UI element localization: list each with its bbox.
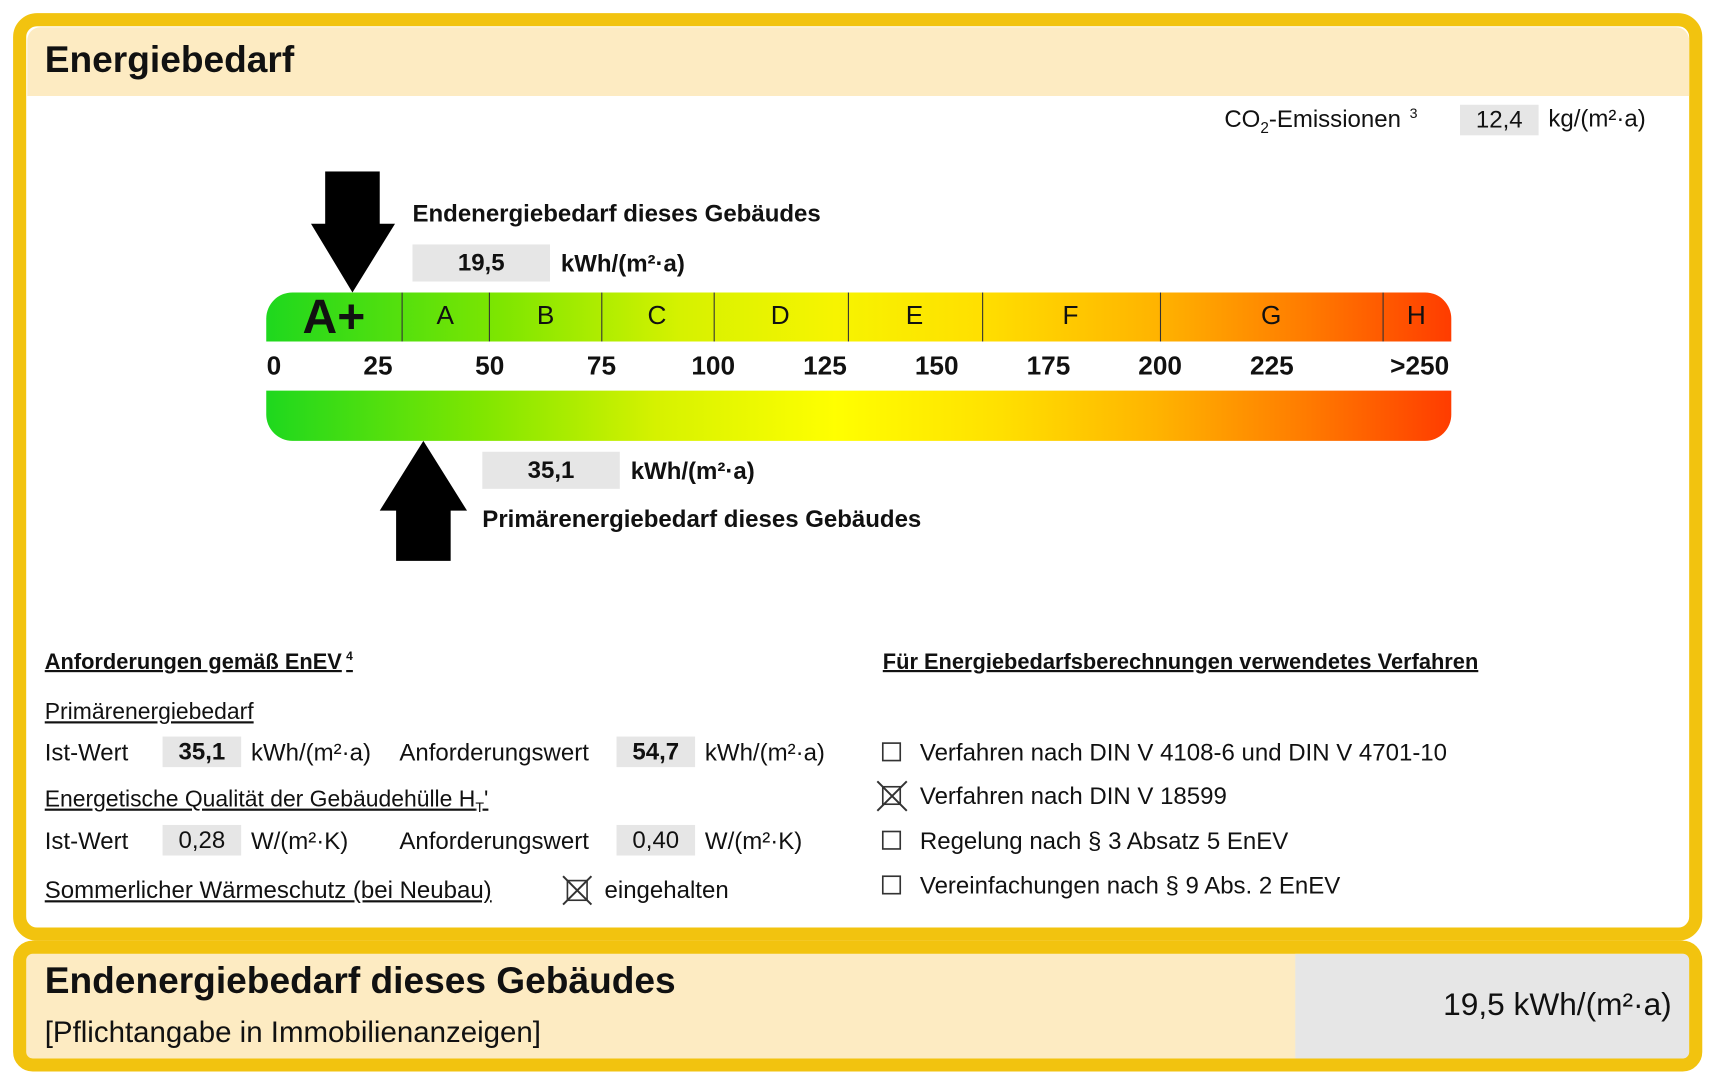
method-label: Verfahren nach DIN V 18599 [919,782,1227,810]
envelope-heading: Energetische Qualität der Gebäudehülle H… [44,786,489,816]
co2-value: 12,4 [1460,104,1539,136]
page-title: Energiebedarf [44,39,295,81]
req-label: Anforderungswert [399,738,589,767]
checkbox-icon[interactable] [876,737,909,770]
class-divider [1382,292,1384,342]
methods-heading: Für Energiebedarfsberechnungen verwendet… [882,650,1479,675]
energy-class-b: B [536,301,555,331]
unit-label: W/(m²·K) [704,827,803,855]
end-energy-value: 19,5 [412,244,550,282]
footer-value: 19,5 kWh/(m²·a) [1443,987,1672,1023]
ist-label: Ist-Wert [44,827,129,855]
envelope-ist-value: 0,28 [162,824,242,856]
end-energy-label: Endenergiebedarf dieses Gebäudes [412,199,821,227]
scale-tick: 50 [475,351,505,381]
unit-label: kWh/(m²·a) [250,738,371,767]
header-band [27,27,1690,97]
energy-gradient-bar [266,390,1452,441]
envelope-req-value: 0,40 [616,824,696,856]
primary-ist-value: 35,1 [162,736,242,768]
unit-label: W/(m²·K) [250,827,349,855]
method-label: Vereinfachungen nach § 9 Abs. 2 EnEV [919,871,1341,900]
summer-checkbox-checked-icon[interactable] [561,874,594,907]
scale-tick: 150 [914,351,959,381]
scale-tick: 225 [1250,351,1294,381]
energy-class-f: F [1062,301,1079,331]
scale-tick: 100 [691,351,736,381]
scale-tick: 0 [266,351,282,381]
energy-class-c: C [647,301,667,331]
summer-status: eingehalten [604,876,729,904]
scale-tick: 25 [363,351,393,381]
energy-class-e: E [905,301,924,331]
scale-tick: 125 [803,351,847,381]
primary-energy-label: Primärenergiebedarf dieses Gebäudes [482,505,922,533]
footer-title: Endenergiebedarf dieses Gebäudes [44,960,676,1002]
primary-energy-unit: kWh/(m²·a) [630,457,755,485]
method-label: Regelung nach § 3 Absatz 5 EnEV [919,827,1289,855]
primary-energy-arrow-icon [379,440,468,561]
class-divider [982,292,984,342]
footer-panel [13,940,1703,1072]
checkbox-icon[interactable] [876,870,909,903]
energy-class-g: G [1261,301,1282,331]
req-label: Anforderungswert [399,827,589,855]
footer-value-box [1295,953,1690,1059]
checkbox-checked-icon[interactable] [876,780,909,813]
scale-tick: >250 [1390,351,1450,381]
class-divider [401,292,403,342]
scale-tick: 75 [586,351,617,381]
primary-requirement-heading: Primärenergiebedarf [44,699,254,725]
ist-label: Ist-Wert [44,738,129,767]
class-divider [847,292,849,342]
primary-energy-value: 35,1 [482,451,620,489]
unit-label: kWh/(m²·a) [704,738,825,767]
scale-ticks-row: 0 25 50 75 100 125 150 175 200 225 >250 [266,341,1452,391]
energy-class-d: D [770,301,790,331]
energy-certificate-panel [13,13,1703,941]
footer-subtitle: [Pflichtangabe in Immobilienanzeigen] [44,1015,541,1049]
primary-req-value: 54,7 [616,736,696,768]
class-divider [1159,292,1162,342]
scale-tick: 200 [1138,351,1182,381]
co2-unit: kg/(m²·a) [1548,104,1646,133]
summer-protection-label: Sommerlicher Wärmeschutz (bei Neubau) [44,876,492,904]
energy-class-bar: A+ A B C D E F G H [266,292,1452,342]
method-label: Verfahren nach DIN V 4108-6 und DIN V 47… [919,738,1448,767]
checkbox-icon[interactable] [876,825,909,858]
end-energy-arrow-icon [310,171,396,293]
class-divider [488,292,490,342]
energy-class-h: H [1406,301,1426,331]
energy-class-a: A [436,301,454,331]
class-divider [601,292,603,342]
energy-class-a-plus: A+ [302,292,366,342]
class-divider [713,292,715,342]
scale-tick: 175 [1026,351,1071,381]
end-energy-unit: kWh/(m²·a) [560,249,685,278]
